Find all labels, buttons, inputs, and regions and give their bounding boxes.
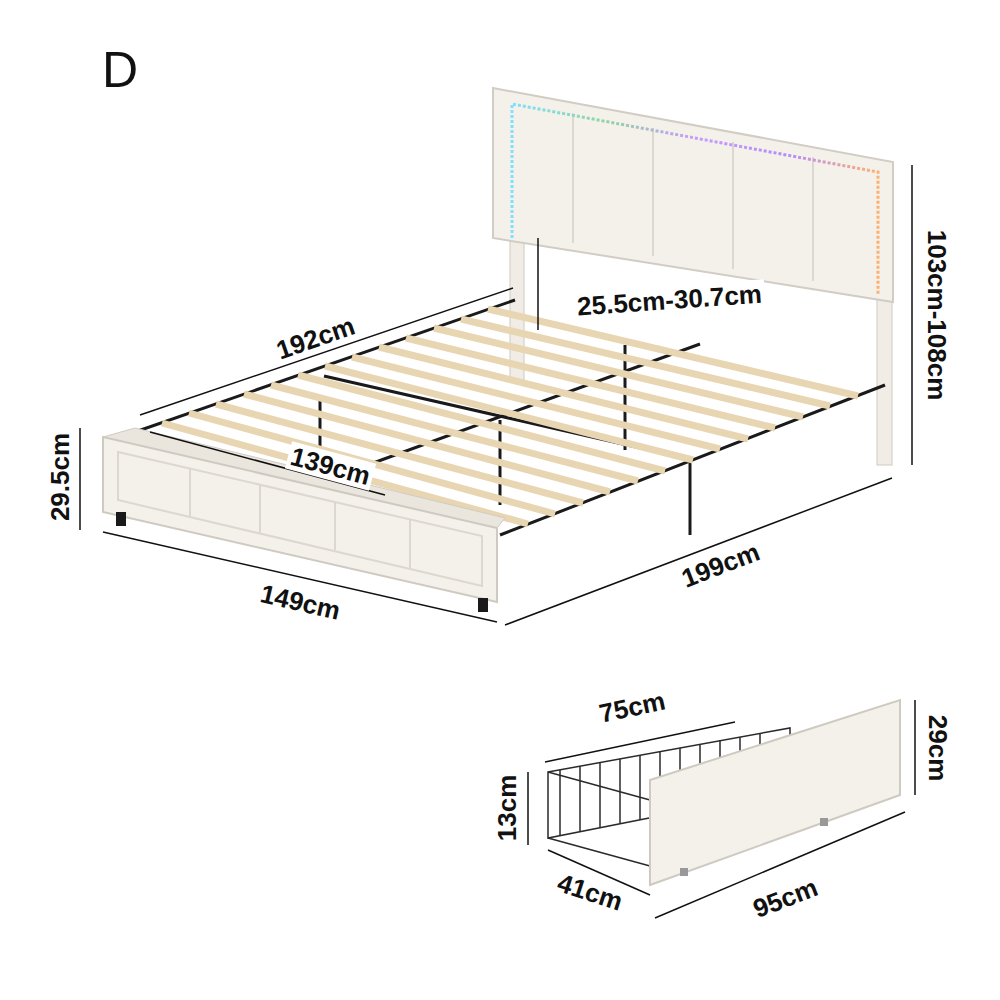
dimension-label: 29cm: [924, 712, 952, 785]
dimension-label: 95cm: [746, 872, 824, 924]
dimension-label: 13cm: [493, 772, 521, 845]
dimension-label: 192cm: [269, 311, 360, 366]
dimension-label: 41cm: [551, 867, 629, 916]
dimension-label: 103cm-108cm: [923, 227, 951, 404]
dimension-label: 75cm: [594, 686, 671, 728]
dimension-label: 139cm: [284, 441, 375, 491]
dimension-label: 149cm: [254, 579, 345, 626]
dimension-label: 29.5cm: [46, 430, 74, 524]
dimension-label: 25.5cm-30.7cm: [574, 279, 767, 320]
dimension-label: 199cm: [674, 536, 765, 593]
variant-letter: D: [99, 44, 141, 96]
